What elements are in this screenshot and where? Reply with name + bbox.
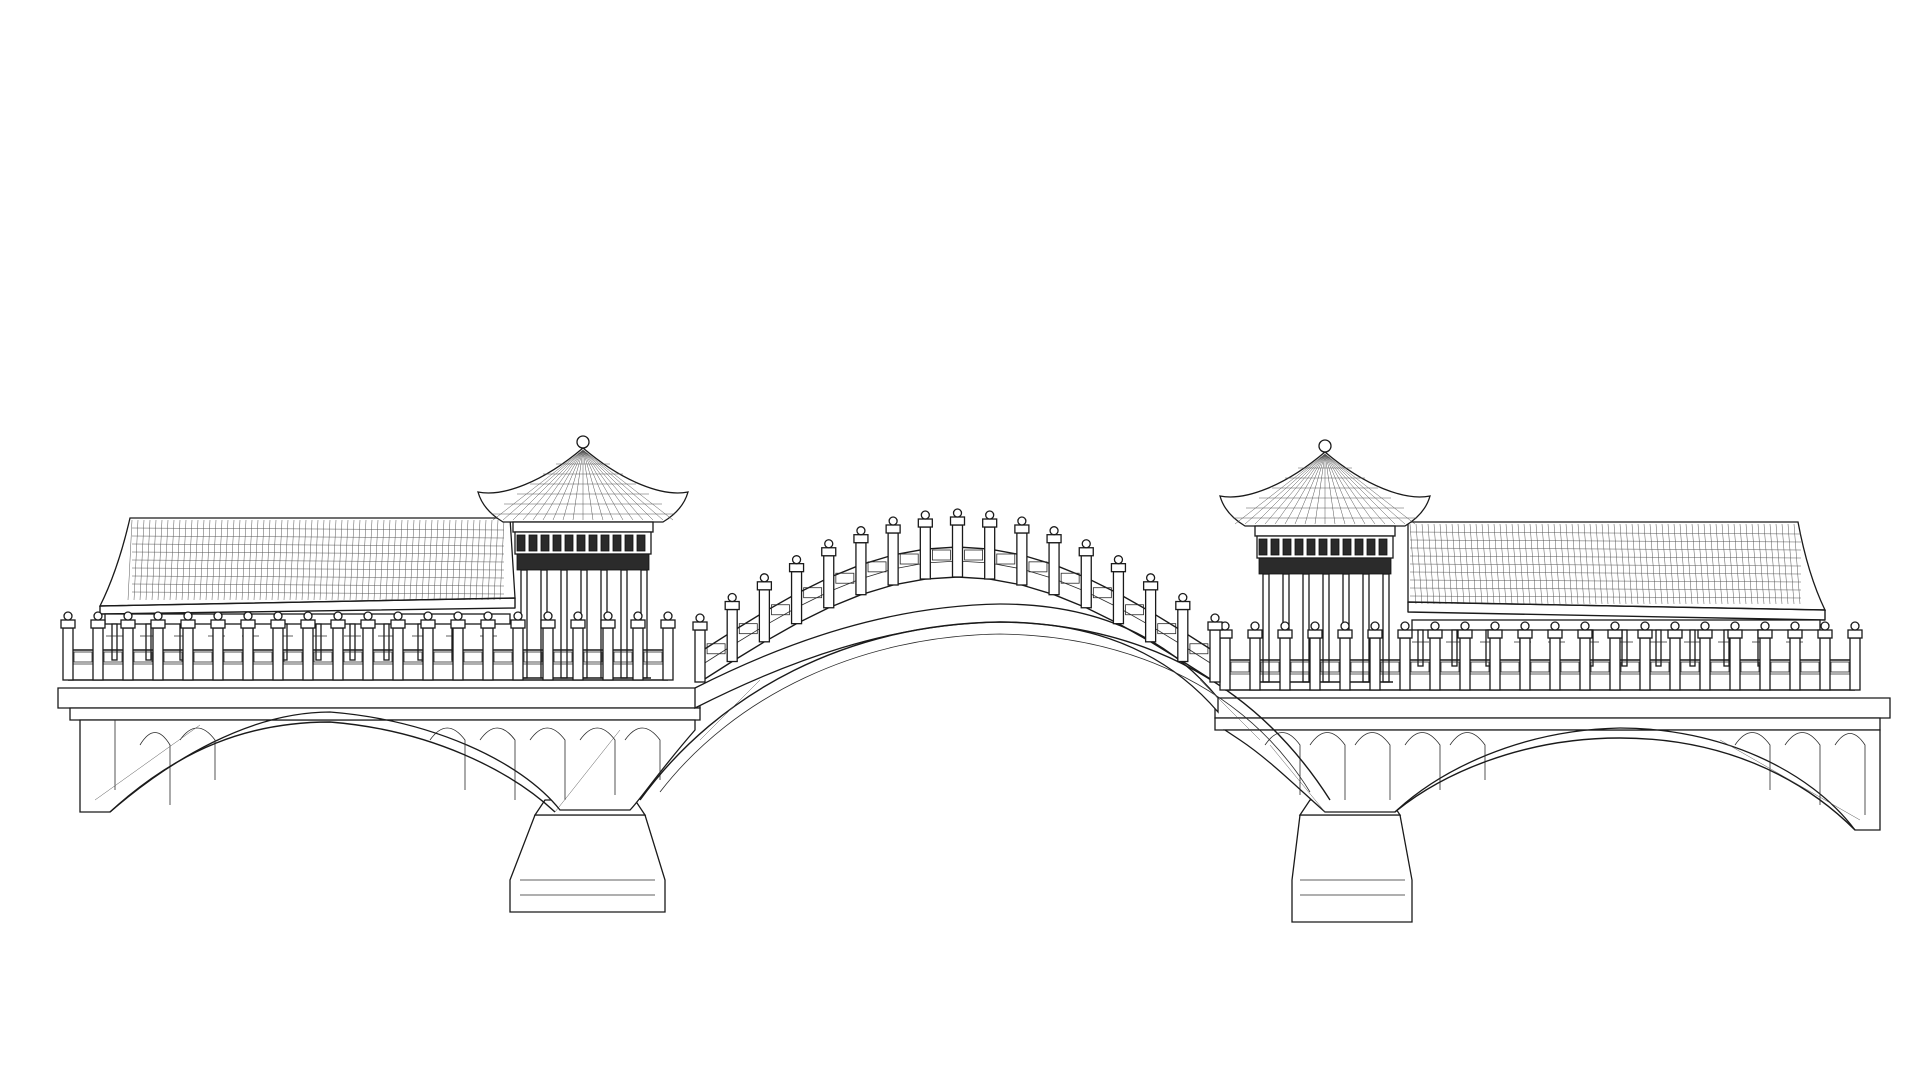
central-arch <box>639 621 1331 801</box>
left-balustrade <box>60 611 676 681</box>
arch-balustrade <box>692 508 1223 683</box>
right-pier <box>1291 799 1413 923</box>
left-pier <box>509 799 666 913</box>
left-spandrel <box>79 711 696 813</box>
right-spandrel <box>1222 727 1881 831</box>
right-balustrade <box>1217 621 1863 691</box>
